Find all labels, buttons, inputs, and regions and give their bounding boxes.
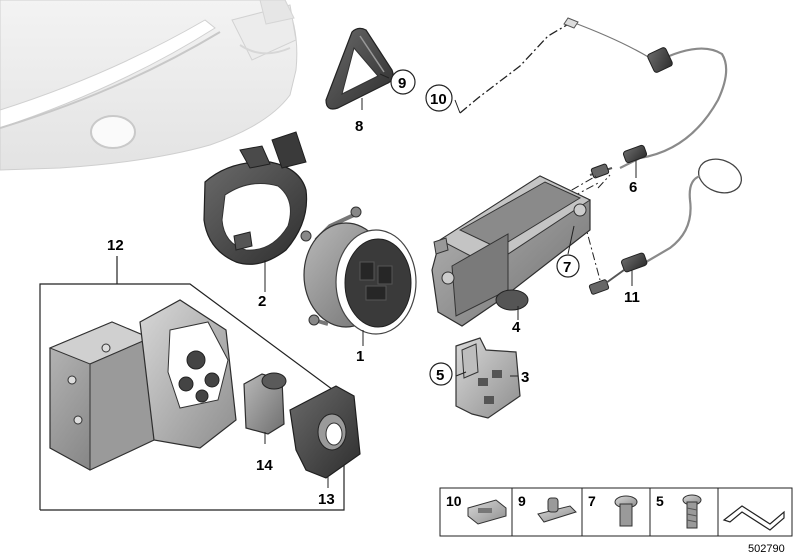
callout-8: 8 <box>355 118 363 135</box>
svg-text:10: 10 <box>446 493 462 509</box>
callout-9: 9 <box>390 69 416 95</box>
part-14-switch <box>243 372 287 435</box>
legend-item-5: 5 <box>656 493 702 529</box>
svg-text:1: 1 <box>356 348 364 365</box>
svg-text:2: 2 <box>258 293 266 310</box>
legend-item-10: 10 <box>446 493 507 525</box>
svg-text:4: 4 <box>512 319 521 336</box>
svg-text:11: 11 <box>624 289 640 306</box>
svg-text:5: 5 <box>436 367 444 384</box>
callout-11: 11 <box>624 289 640 306</box>
part-12-socket-assembly <box>48 299 237 471</box>
part-3-bracket <box>455 337 521 419</box>
callout-4: 4 <box>512 319 521 336</box>
legend-item-7: 7 <box>588 493 638 527</box>
svg-text:9: 9 <box>518 493 526 509</box>
svg-text:9: 9 <box>398 75 406 92</box>
part-4-actuator <box>431 175 592 327</box>
callout-13: 13 <box>318 491 335 508</box>
callout-3: 3 <box>521 369 529 386</box>
svg-text:8: 8 <box>355 118 363 135</box>
svg-text:7: 7 <box>588 493 596 509</box>
callout-10: 10 <box>425 84 453 112</box>
part-2-flange <box>203 131 308 265</box>
svg-text:7: 7 <box>563 259 571 276</box>
callout-14: 14 <box>256 457 273 474</box>
part-6-wire <box>589 47 728 179</box>
part-10-cable <box>459 17 651 114</box>
hardware-legend: 10 9 7 5 <box>439 487 793 537</box>
svg-text:13: 13 <box>318 491 335 508</box>
callout-7: 7 <box>556 254 580 278</box>
svg-text:10: 10 <box>430 91 447 108</box>
callout-1: 1 <box>356 348 364 365</box>
leader-lines <box>264 73 637 488</box>
part-11-wire <box>588 158 743 295</box>
part-1-socket-housing <box>300 206 417 335</box>
svg-text:3: 3 <box>521 369 529 386</box>
svg-text:14: 14 <box>256 457 273 474</box>
callout-6: 6 <box>629 179 637 196</box>
part-12-frame <box>39 256 345 511</box>
svg-text:5: 5 <box>656 493 664 509</box>
vehicle-body-outline <box>0 0 298 171</box>
callout-12: 12 <box>107 237 124 254</box>
part-8-grommet <box>325 27 394 110</box>
legend-arrow-icon <box>722 505 785 531</box>
part-13-gasket <box>289 385 361 479</box>
legend-item-9: 9 <box>518 493 577 523</box>
svg-text:12: 12 <box>107 237 124 254</box>
svg-text:6: 6 <box>629 179 637 196</box>
callout-2: 2 <box>258 293 266 310</box>
document-number: 502790 <box>748 543 785 555</box>
callout-5: 5 <box>429 362 453 386</box>
